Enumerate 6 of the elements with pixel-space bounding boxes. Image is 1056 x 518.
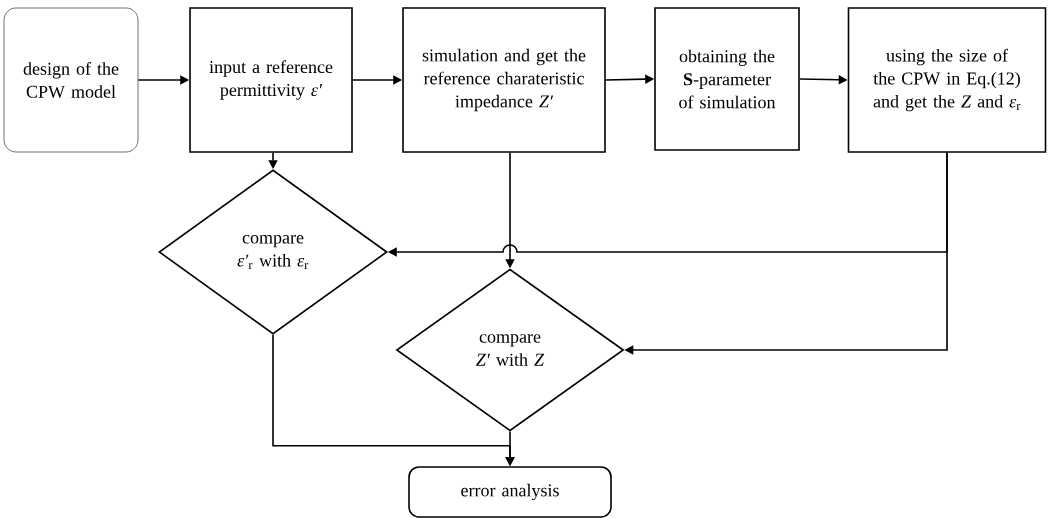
- start-box: design of the CPW model: [3, 7, 139, 153]
- end-box: error analysis: [408, 466, 612, 518]
- process-box: obtaining the S-parameter of simulation: [654, 7, 800, 151]
- process-box: using the size of the CPW in Eq.(12) and get the Z and ε$_{r}$: [847, 7, 1047, 153]
- process-box: input a reference permittivity ε′: [189, 7, 353, 153]
- process-box: simulation and get the reference charateristic impedance Z′: [402, 7, 606, 153]
